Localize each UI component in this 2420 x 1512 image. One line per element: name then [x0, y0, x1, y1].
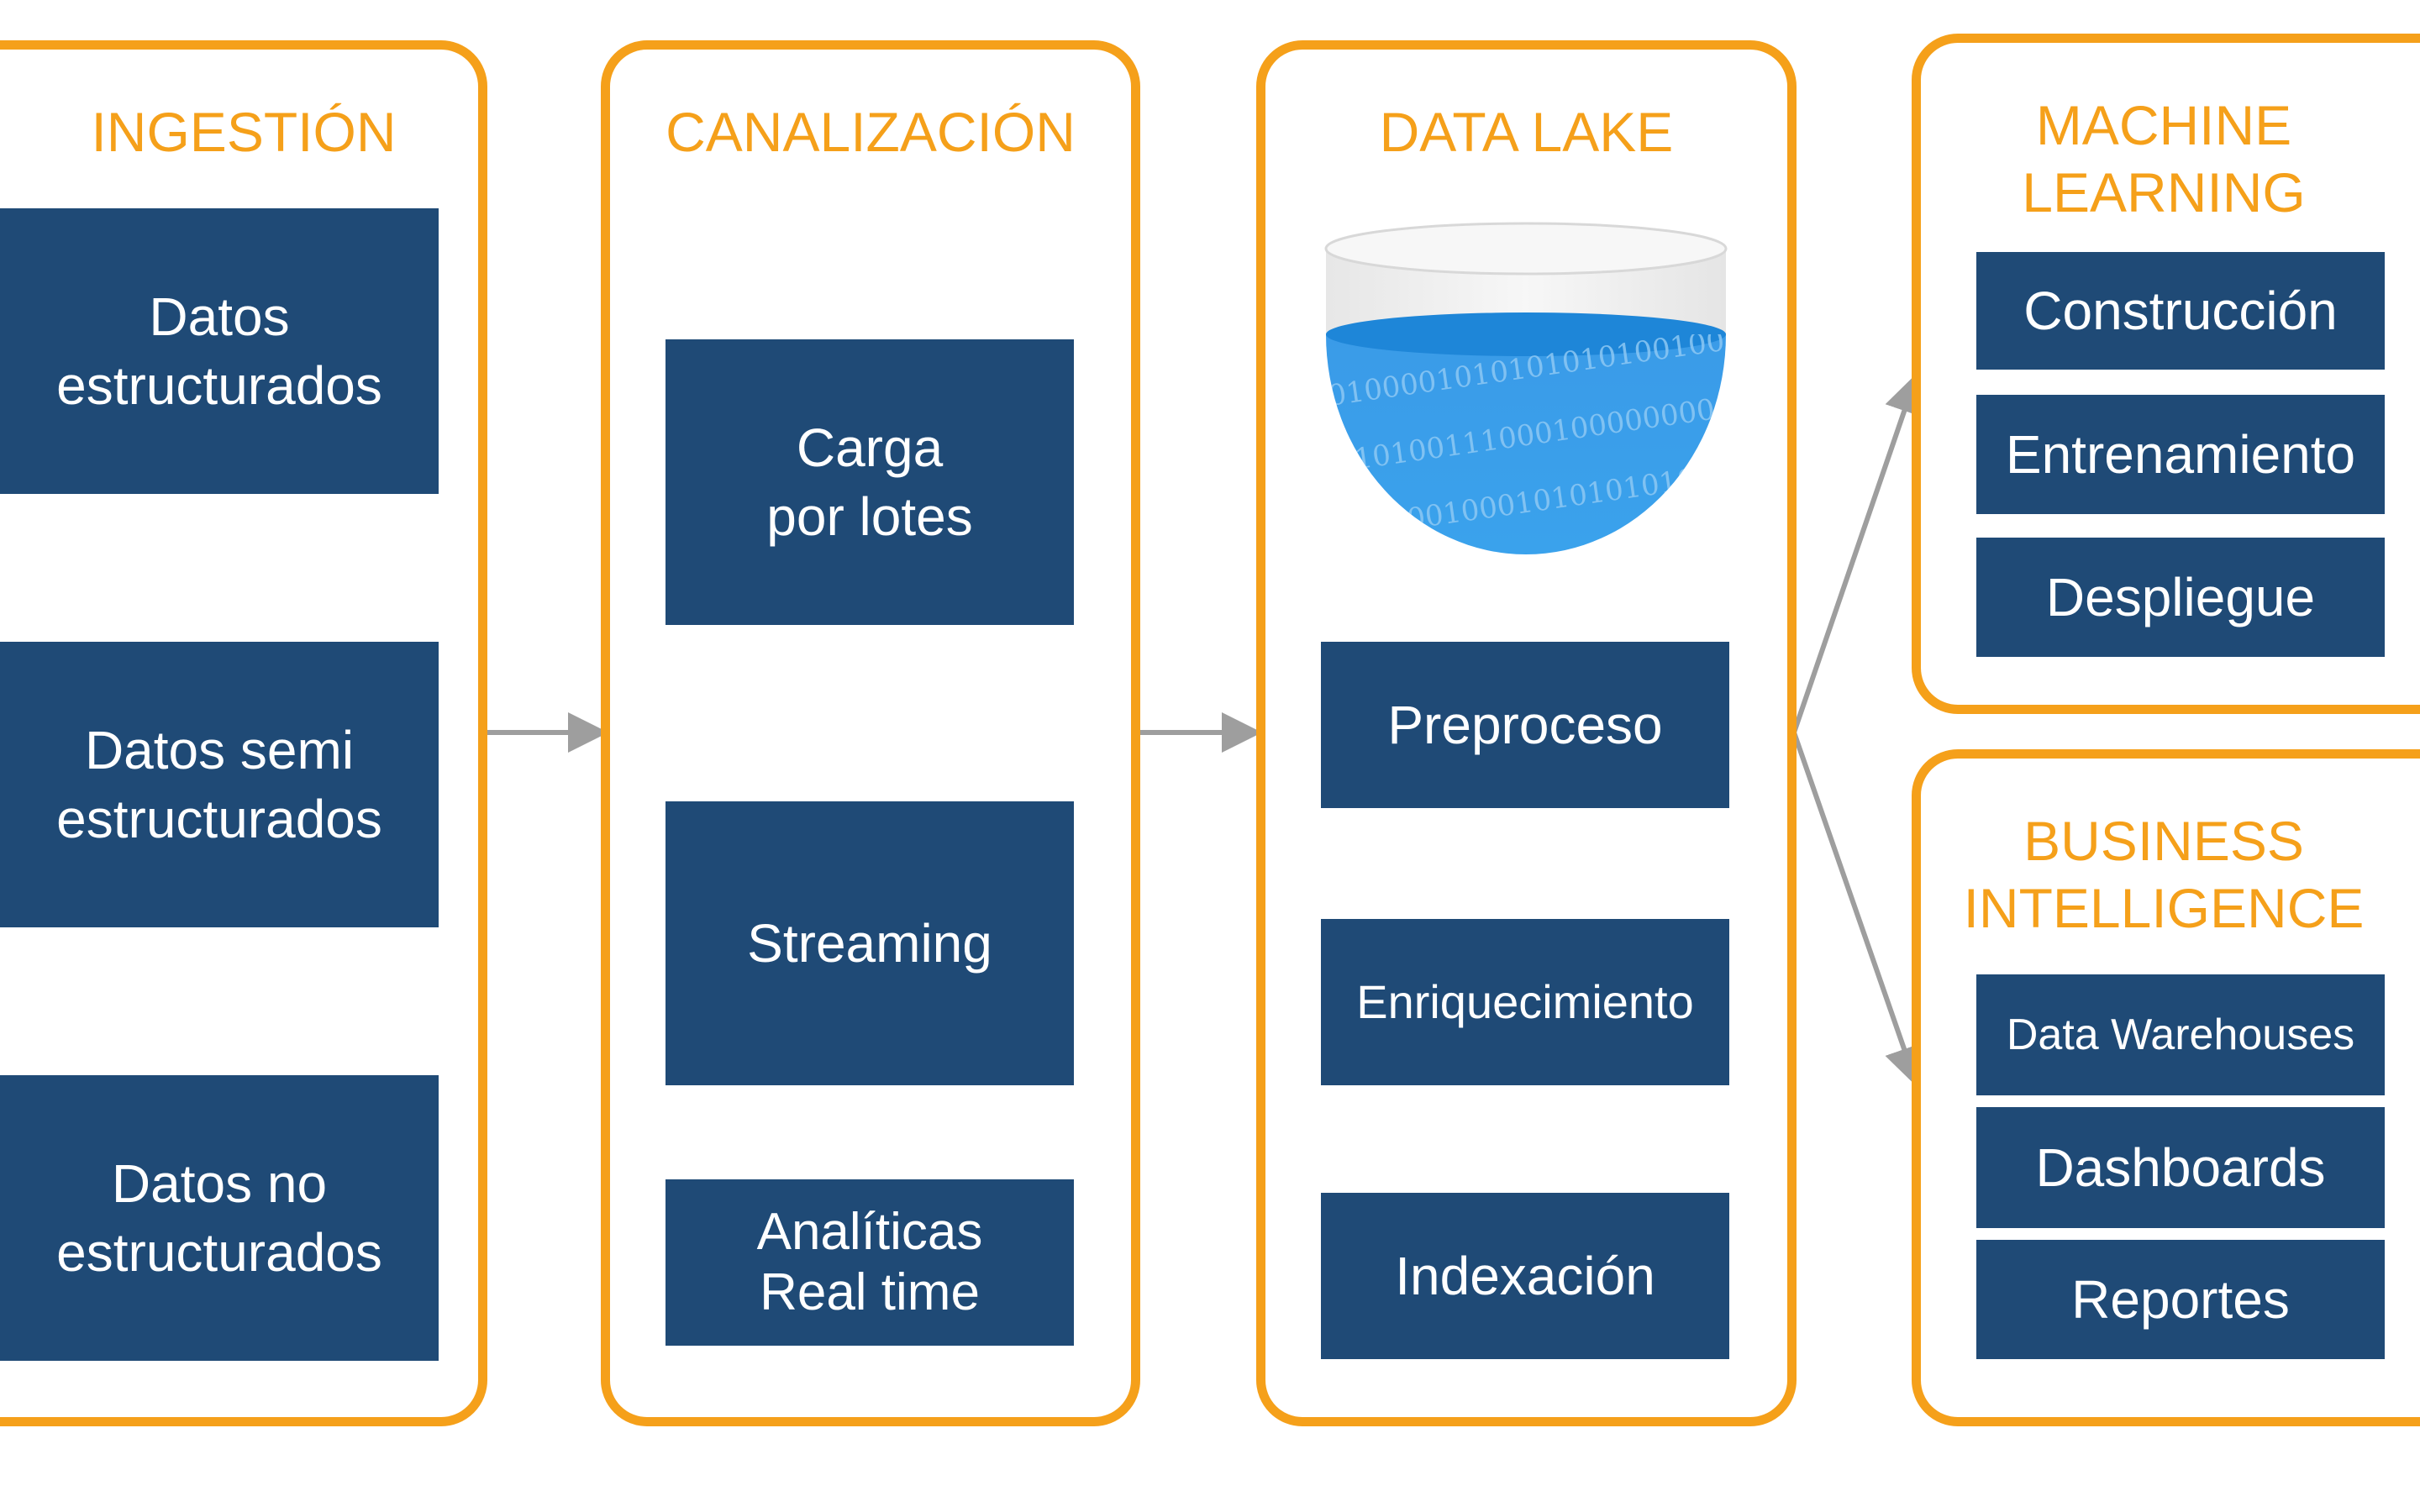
box-entrenamiento: Entrenamiento [1976, 395, 2385, 514]
box-dashboards: Dashboards [1976, 1107, 2385, 1228]
box-reportes: Reportes [1976, 1240, 2385, 1359]
box-construccion: Construcción [1976, 252, 2385, 370]
box-streaming: Streaming [666, 801, 1074, 1085]
box-datos-semi-estructurados: Datos semi estructurados [0, 642, 439, 927]
box-data-warehouses: Data Warehouses [1976, 974, 2385, 1095]
box-indexacion: Indexación [1321, 1193, 1729, 1359]
panel-title: BUSINESS INTELLIGENCE [1963, 810, 2365, 939]
panel-title: INGESTIÓN [91, 101, 397, 163]
box-enriquecimiento: Enriquecimiento [1321, 919, 1729, 1085]
box-analiticas-real-time: Analíticas Real time [666, 1179, 1074, 1346]
panel-title: DATA LAKE [1379, 101, 1674, 163]
panel-title: MACHINE LEARNING [2022, 94, 2306, 223]
panel-title: CANALIZACIÓN [666, 101, 1076, 163]
box-despliegue: Despliegue [1976, 538, 2385, 657]
box-datos-no-estructurados: Datos no estructurados [0, 1075, 439, 1361]
box-carga-por-lotes: Carga por lotes [666, 339, 1074, 625]
arrow-datalake-to-bi [1791, 730, 1923, 1088]
box-preproceso: Preproceso [1321, 642, 1729, 808]
arrow-datalake-to-ml [1791, 372, 1924, 735]
box-datos-estructurados: Datos estructurados [0, 208, 439, 494]
